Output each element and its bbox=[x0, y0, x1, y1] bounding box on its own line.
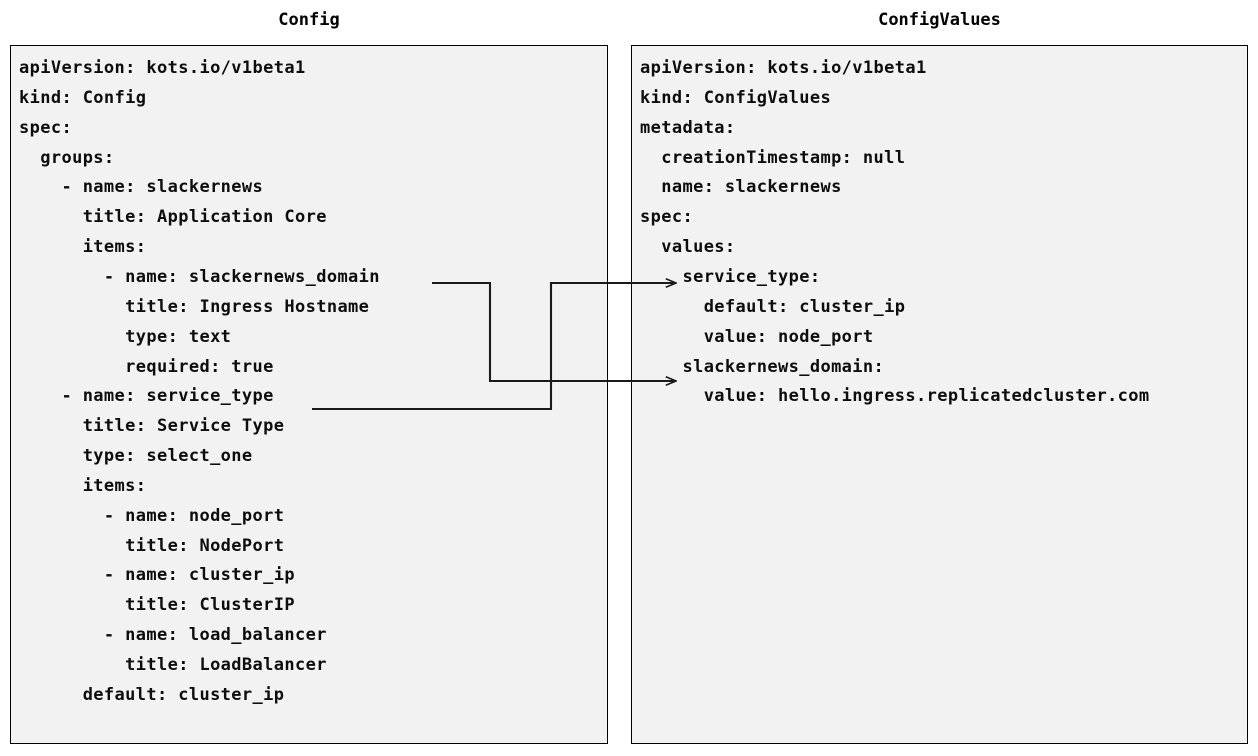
code-line: groups: bbox=[19, 147, 115, 168]
code-line: value: node_port bbox=[640, 326, 874, 347]
code-line: - name: slackernews bbox=[19, 177, 264, 198]
code-line: title: Ingress Hostname bbox=[19, 296, 370, 317]
code-line: items: bbox=[19, 475, 147, 496]
code-line: - name: cluster_ip bbox=[19, 565, 295, 586]
code-line: title: Application Core bbox=[19, 207, 327, 228]
code-line: default: cluster_ip bbox=[640, 296, 906, 317]
code-line: title: ClusterIP bbox=[19, 595, 295, 616]
code-line: creationTimestamp: null bbox=[640, 147, 906, 168]
code-line: title: NodePort bbox=[19, 535, 285, 556]
code-line: name: slackernews bbox=[640, 177, 842, 198]
code-line: title: LoadBalancer bbox=[19, 655, 327, 675]
code-line: kind: Config bbox=[19, 87, 147, 108]
code-line: apiVersion: kots.io/v1beta1 bbox=[640, 58, 927, 78]
code-line: type: select_one bbox=[19, 446, 253, 467]
code-line: - name: node_port bbox=[19, 505, 285, 526]
panel-title-configvalues: ConfigValues bbox=[878, 10, 1001, 30]
code-line: service_type: bbox=[640, 266, 821, 287]
config-panel: apiVersion: kots.io/v1beta1 kind: Config s… bbox=[10, 45, 608, 744]
code-line: slackernews_domain: bbox=[640, 356, 885, 377]
code-line: type: text bbox=[19, 326, 232, 347]
code-line: apiVersion: kots.io/v1beta1 bbox=[19, 58, 306, 78]
code-line: metadata: bbox=[640, 117, 736, 138]
code-line: - name: load_balancer bbox=[19, 625, 327, 646]
panel-title-config: Config bbox=[278, 10, 340, 30]
code-line: items: bbox=[19, 237, 147, 258]
code-line: - name: service_type bbox=[19, 386, 274, 407]
code-line: spec: bbox=[640, 207, 694, 228]
code-line: value: hello.ingress.replicatedcluster.c… bbox=[640, 386, 1150, 407]
configvalues-code-lines: apiVersion: kots.io/v1beta1 kind: ConfigV… bbox=[632, 46, 1247, 743]
configvalues-panel: apiVersion: kots.io/v1beta1 kind: ConfigV… bbox=[631, 45, 1248, 744]
code-line: required: true bbox=[19, 356, 274, 377]
code-line: kind: ConfigValues bbox=[640, 87, 832, 108]
code-line: - name: slackernews_domain bbox=[19, 266, 380, 287]
config-code-lines: apiVersion: kots.io/v1beta1 kind: Config s… bbox=[11, 46, 607, 743]
code-line: spec: bbox=[19, 117, 73, 138]
code-line: title: Service Type bbox=[19, 416, 285, 437]
code-line: values: bbox=[640, 237, 736, 258]
code-line: default: cluster_ip bbox=[19, 684, 285, 705]
